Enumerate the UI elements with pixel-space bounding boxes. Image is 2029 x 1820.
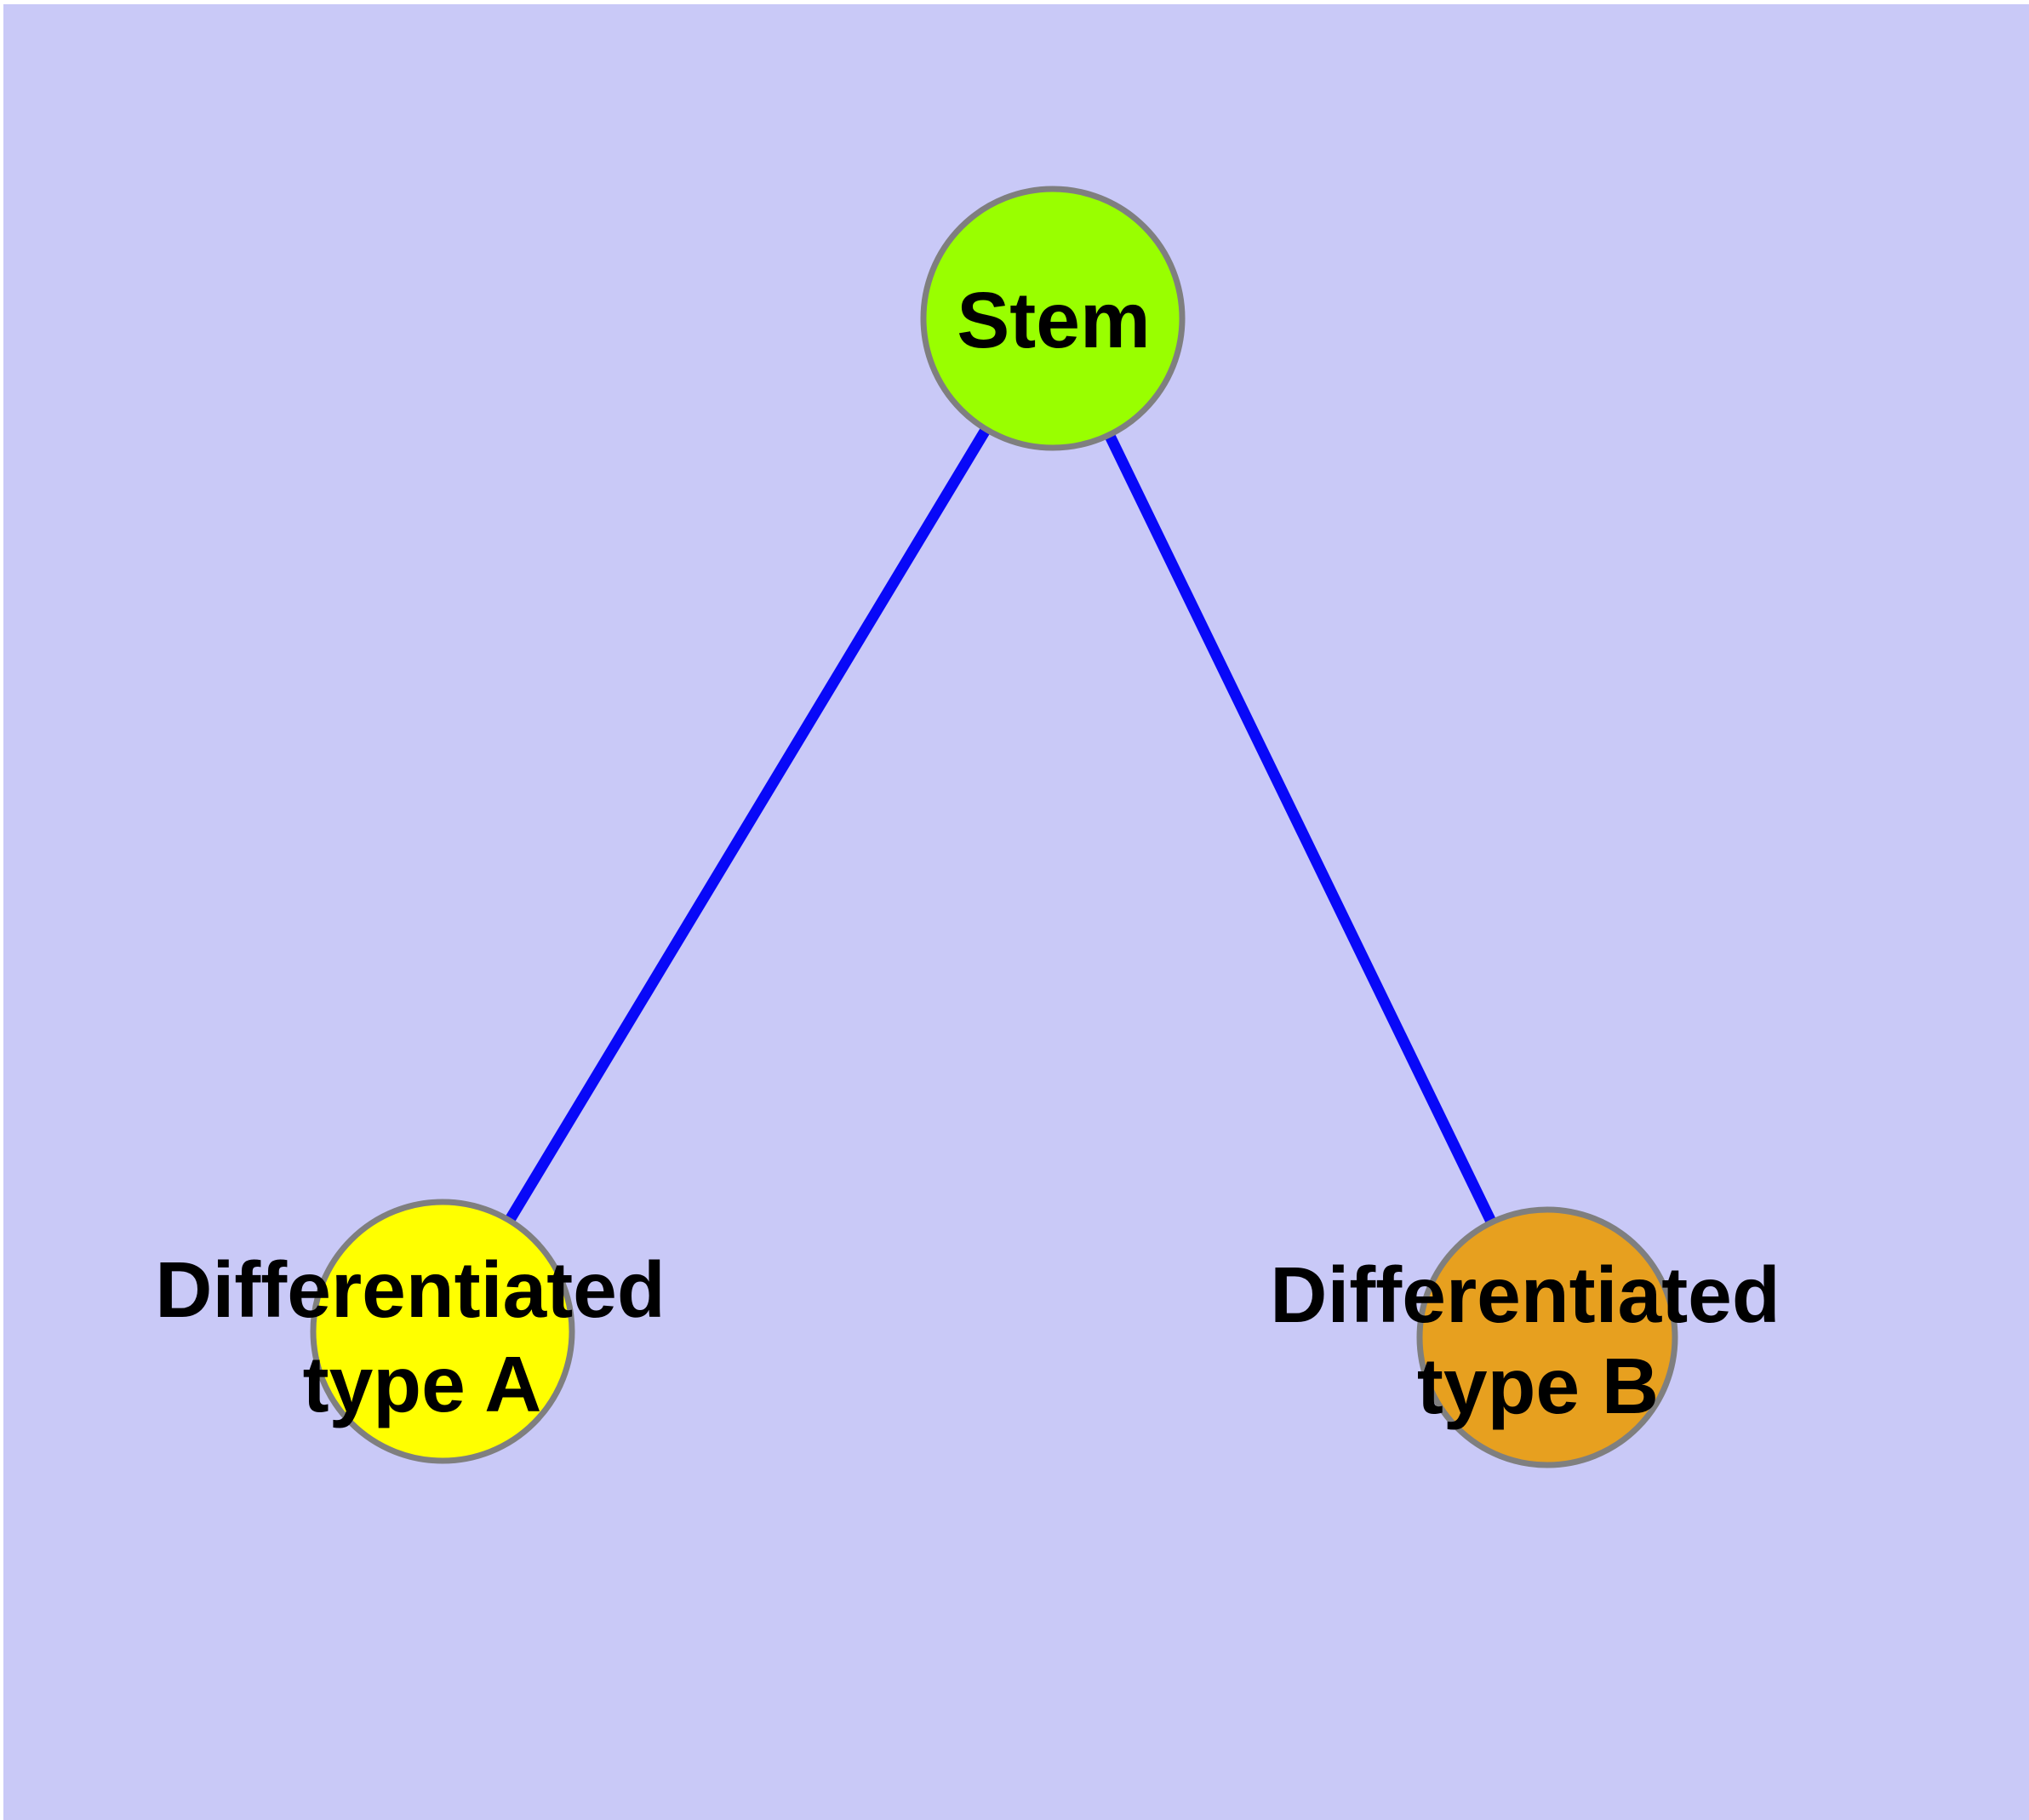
node-type-b-label-line1: Differentiated [1270, 1251, 1780, 1339]
node-type-a-circle [310, 1199, 575, 1464]
node-type-b-label-line2: type B [1417, 1342, 1659, 1430]
node-stem-label: Stem [957, 276, 1150, 364]
node-stem-circle [920, 186, 1186, 451]
node-type-b-circle [1416, 1206, 1678, 1468]
edge-stem-to-type-a [437, 315, 1058, 1335]
edge-stem-to-type-b [1048, 316, 1552, 1340]
node-type-a-label-line2: type A [303, 1340, 542, 1428]
node-type-a-label-line1: Differentiated [155, 1245, 665, 1334]
